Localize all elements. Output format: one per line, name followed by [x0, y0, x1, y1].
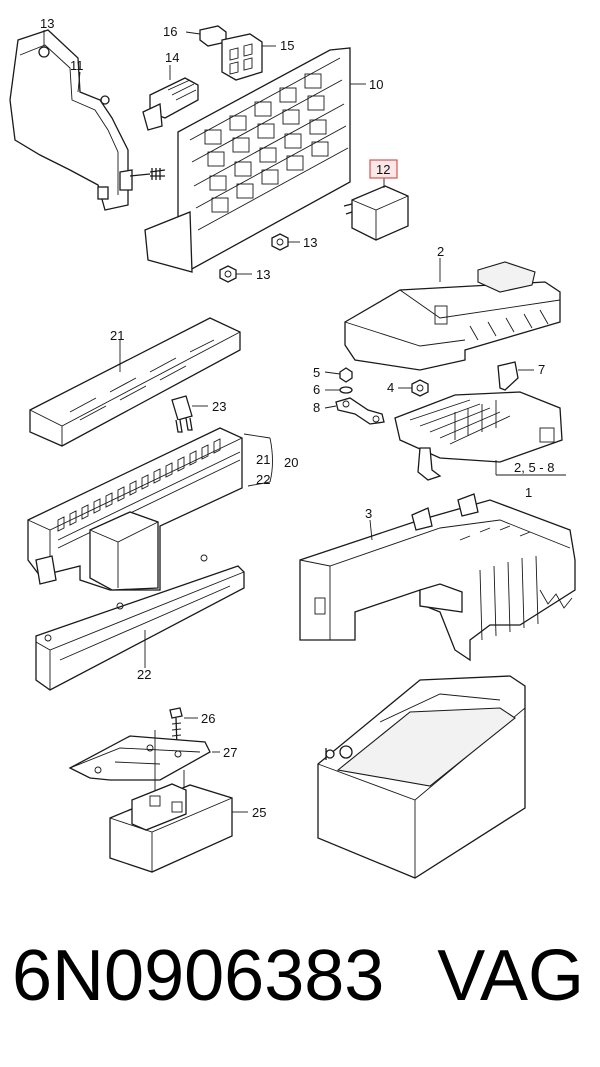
callout-label: 3 [365, 506, 372, 521]
callout-label: 2, 5 - 8 [514, 460, 554, 475]
callout-label: 6 [313, 382, 320, 397]
part-1-housing [394, 391, 566, 481]
callout-label: 21 [110, 328, 124, 343]
callout-label: 21 [256, 452, 270, 467]
callout-label: 13 [256, 267, 270, 282]
callout-label: 22 [137, 667, 151, 682]
part-23-fuse [171, 395, 208, 433]
callout-label: 25 [252, 805, 266, 820]
part-2-cover [344, 258, 561, 371]
part-12-relay [343, 176, 409, 241]
brand-name: VAG [437, 936, 584, 1016]
part-10-relay-carrier [144, 47, 366, 273]
callout-label: 5 [313, 365, 320, 380]
part-26-bolt [169, 707, 198, 749]
battery [317, 675, 526, 879]
part-11-bracket [9, 29, 166, 211]
part-5-6-8-4-7-hardware [324, 361, 534, 425]
part-3-bracket [299, 493, 576, 662]
callout-label: 10 [369, 77, 383, 92]
part-20-fuse-carrier [27, 427, 273, 591]
part-22-channel [35, 554, 245, 691]
callout-label: 13 [40, 16, 54, 31]
callout-label: 13 [303, 235, 317, 250]
callout-12-highlight-box [369, 159, 398, 179]
callout-label: 1 [525, 485, 532, 500]
part-25-module [109, 783, 248, 873]
part-21-cover-strip [29, 317, 241, 447]
callout-label: 2 [437, 244, 444, 259]
callout-label: 23 [212, 399, 226, 414]
parts-diagram: 13 11 16 15 14 10 12 13 13 2 21 5 6 8 4 … [9, 16, 576, 879]
footer: 6N0906383 VAG [0, 935, 600, 1035]
callout-label: 22 [256, 472, 270, 487]
callout-label: 12 [376, 162, 390, 177]
callout-label: 11 [70, 58, 84, 73]
callout-label: 15 [280, 38, 294, 53]
part-15-16-connectors [185, 25, 276, 81]
callout-label: 16 [163, 24, 177, 39]
callout-labels: 13 11 16 15 14 10 12 13 13 2 21 5 6 8 4 … [40, 16, 554, 820]
callout-label: 20 [284, 455, 298, 470]
part-number: 6N0906383 [12, 936, 385, 1016]
callout-label: 4 [387, 380, 394, 395]
callout-label: 27 [223, 745, 237, 760]
part-27-plate [68, 730, 220, 808]
callout-label: 7 [538, 362, 545, 377]
callout-label: 8 [313, 400, 320, 415]
part-14-clip [142, 65, 199, 131]
part-13-nuts [219, 233, 300, 283]
callout-label: 14 [165, 50, 179, 65]
callout-label: 26 [201, 711, 215, 726]
